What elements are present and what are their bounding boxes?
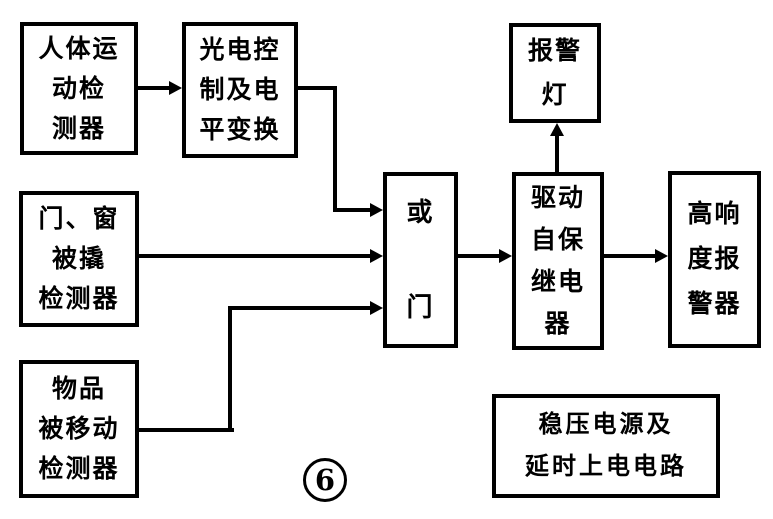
node-regulated-power-delay-circuit-label: 稳压电源及 延时上电电路 (525, 411, 687, 480)
node-high-loudness-alarm-label: 高响 度报 警器 (687, 200, 742, 318)
figure-number: 6 (314, 463, 336, 497)
node-high-loudness-alarm: 高响 度报 警器 (668, 171, 761, 348)
node-item-moved-detector-label: 物品 被移动 检测器 (38, 375, 120, 483)
node-drive-self-holding-relay-label: 驱动 自保 继电 器 (530, 184, 585, 338)
node-regulated-power-delay-circuit: 稳压电源及 延时上电电路 (492, 394, 720, 498)
node-or-gate: 或 门 (383, 172, 458, 348)
arrowhead-human-to-photoelectric (169, 81, 182, 95)
connector-photoelectric-to-or-segment-1 (298, 86, 337, 90)
arrowhead-relay-to-alarm-lamp (550, 123, 564, 136)
connector-item-moved-to-or-segment-1 (139, 428, 234, 432)
connector-photoelectric-to-or-segment-3 (333, 208, 374, 212)
connector-item-moved-to-or-segment-2 (228, 306, 232, 432)
node-door-window-pry-detector: 门、窗 被撬 检测器 (19, 191, 139, 327)
connector-human-to-photoelectric (138, 86, 172, 90)
arrowhead-or-to-relay (499, 249, 512, 263)
node-photoelectric-control-label: 光电控 制及电 平变换 (199, 36, 281, 144)
arrowhead-photoelectric-to-or (370, 203, 383, 217)
connector-door-window-to-or (139, 254, 374, 258)
node-alarm-lamp: 报警 灯 (509, 23, 601, 123)
node-human-motion-detector-label: 人体运 动检 测器 (38, 34, 120, 143)
node-or-gate-label: 或 门 (406, 197, 435, 322)
node-door-window-pry-detector-label: 门、窗 被撬 检测器 (38, 205, 120, 313)
node-drive-self-holding-relay: 驱动 自保 继电 器 (512, 172, 604, 350)
node-item-moved-detector: 物品 被移动 检测器 (19, 360, 139, 498)
connector-item-moved-to-or-segment-3 (228, 306, 374, 310)
arrowhead-relay-to-high-loudness-alarm (655, 249, 668, 263)
connector-or-to-relay (458, 254, 503, 258)
arrowhead-door-window-to-or (370, 249, 383, 263)
arrowhead-item-moved-to-or (370, 301, 383, 315)
node-human-motion-detector: 人体运 动检 测器 (20, 22, 138, 155)
node-photoelectric-control-level-conversion: 光电控 制及电 平变换 (182, 22, 298, 158)
connector-relay-to-high-loudness-alarm (604, 254, 659, 258)
connector-relay-to-alarm-lamp (555, 132, 559, 172)
figure-number-badge: 6 (303, 458, 347, 502)
connector-photoelectric-to-or-segment-2 (333, 86, 337, 212)
node-alarm-lamp-label: 报警 灯 (527, 37, 582, 109)
